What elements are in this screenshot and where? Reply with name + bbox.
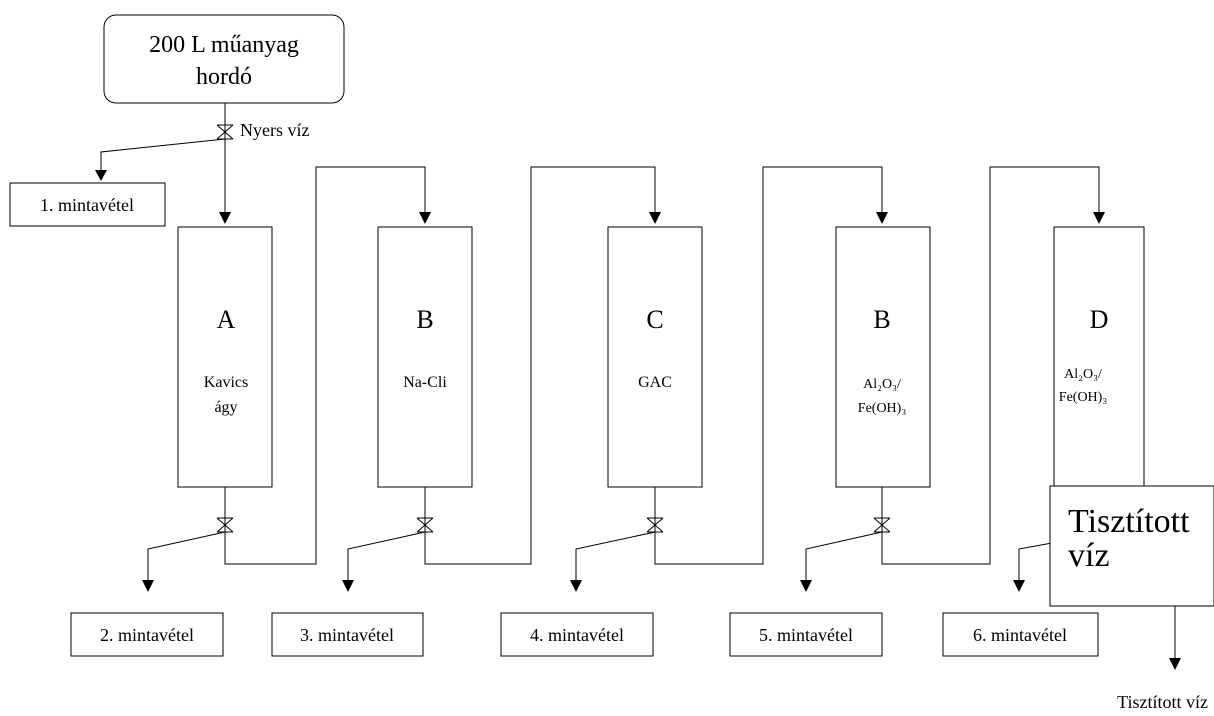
sample-2-box bbox=[70, 612, 224, 657]
arrow-down-icon-colA bbox=[219, 212, 231, 224]
arrow-down-icon-colC bbox=[649, 212, 661, 224]
sample-4-box bbox=[500, 612, 654, 657]
sample-2-branch bbox=[147, 531, 226, 580]
valve-icon-b2 bbox=[873, 517, 891, 533]
pipe-a-to-b bbox=[224, 166, 426, 565]
raw-water-label: Nyers víz bbox=[240, 120, 309, 140]
column-d-label-2: Fe(OH)₃ bbox=[1059, 390, 1108, 405]
sample-1-box bbox=[9, 182, 166, 227]
source-tank-box bbox=[103, 14, 345, 104]
arrow-down-icon-colB2 bbox=[876, 212, 888, 224]
arrow-down-icon-s2 bbox=[142, 580, 154, 592]
overlay-label-line2: víz bbox=[1068, 537, 1110, 574]
column-b2-letter: B bbox=[873, 305, 890, 334]
arrow-down-icon-s5 bbox=[800, 580, 812, 592]
column-a-label-1: Kavics bbox=[204, 374, 248, 391]
arrow-down-icon-s1 bbox=[95, 170, 107, 181]
column-a-letter: A bbox=[217, 305, 236, 334]
pipe-b-to-c bbox=[424, 166, 656, 565]
arrow-down-icon-s3 bbox=[342, 580, 354, 592]
column-d: D Al₂O₃/ Fe(OH)₃ bbox=[1053, 226, 1145, 488]
sample-6-branch bbox=[1018, 542, 1053, 580]
purified-water-overlay-box bbox=[1049, 485, 1214, 607]
valve-icon-c bbox=[646, 517, 664, 533]
sample-6-box bbox=[942, 612, 1099, 657]
pipe-c-to-b2 bbox=[654, 166, 883, 565]
sample-5-branch bbox=[805, 531, 883, 580]
source-tank-label-line1: 200 L műanyag bbox=[149, 32, 299, 58]
column-b2-label-2: Fe(OH)₃ bbox=[858, 401, 907, 416]
pipe-b2-to-d bbox=[881, 166, 1100, 565]
column-b2-label-1: Al₂O₃/ bbox=[863, 377, 901, 392]
column-a: A Kavics ágy bbox=[177, 226, 273, 488]
overlay-label-line1: Tisztított bbox=[1068, 503, 1190, 540]
valve-icon-raw bbox=[216, 124, 234, 140]
column-b1-label-1: Na-Cli bbox=[403, 374, 447, 391]
column-d-label-1: Al₂O₃/ bbox=[1064, 367, 1102, 382]
valve-icon-b1 bbox=[416, 517, 434, 533]
sample-2-label: 2. mintavétel bbox=[100, 625, 194, 645]
sample-3-box bbox=[271, 612, 424, 657]
sample-4-label: 4. mintavétel bbox=[530, 625, 624, 645]
column-d-letter: D bbox=[1090, 305, 1109, 334]
arrow-down-icon-s4 bbox=[570, 580, 582, 592]
column-c: C GAC bbox=[607, 226, 703, 488]
arrow-down-icon-colD bbox=[1093, 212, 1105, 224]
arrow-down-icon-s6 bbox=[1013, 580, 1025, 592]
arrow-down-icon-colB1 bbox=[419, 212, 431, 224]
column-b1: B Na-Cli bbox=[377, 226, 473, 488]
valve-icon-a bbox=[216, 517, 234, 533]
sample-1-branch bbox=[100, 138, 226, 170]
column-b1-letter: B bbox=[416, 305, 433, 334]
column-a-label-2: ágy bbox=[214, 399, 237, 416]
column-c-letter: C bbox=[646, 305, 663, 334]
output-label: Tisztított víz bbox=[1117, 692, 1208, 712]
arrow-down-icon-output bbox=[1169, 658, 1181, 670]
sample-3-branch bbox=[347, 531, 426, 580]
sample-3-label: 3. mintavétel bbox=[300, 625, 394, 645]
sample-4-branch bbox=[575, 531, 656, 580]
column-c-label-1: GAC bbox=[638, 374, 672, 391]
sample-6-label: 6. mintavétel bbox=[973, 625, 1067, 645]
column-b2: B Al₂O₃/ Fe(OH)₃ bbox=[835, 226, 931, 488]
sample-1-label: 1. mintavétel bbox=[40, 195, 134, 215]
sample-5-box bbox=[729, 612, 883, 657]
source-tank-label-line2: hordó bbox=[196, 64, 252, 90]
sample-5-label: 5. mintavétel bbox=[759, 625, 853, 645]
